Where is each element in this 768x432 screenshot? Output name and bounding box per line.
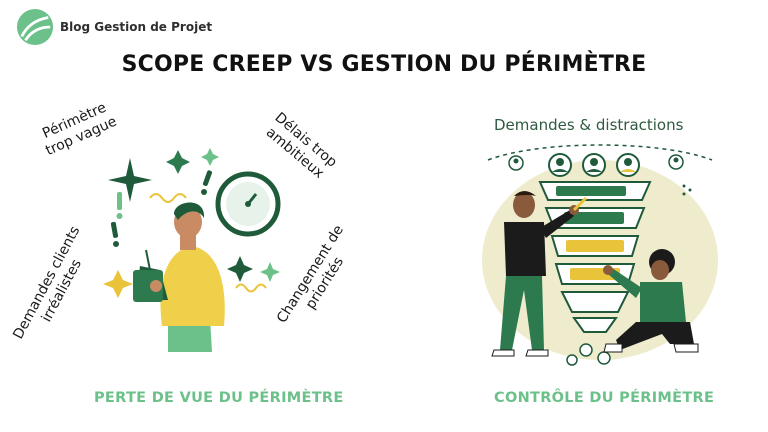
brand-name: Blog Gestion de Projet — [60, 20, 213, 34]
confused-person-figure — [133, 202, 225, 352]
sparkle-icon — [201, 148, 219, 166]
sparkle-icon — [166, 150, 190, 174]
scope-control-illustration — [482, 144, 718, 366]
coin-icon — [566, 354, 578, 366]
sparkle-icon — [227, 256, 253, 282]
sparkle-icon — [260, 262, 280, 282]
brand-logo[interactable]: Blog Gestion de Projet — [16, 8, 212, 46]
exclamation-icon — [201, 170, 212, 195]
caption-scope-loss: PERTE DE VUE DU PÉRIMÈTRE — [94, 390, 344, 406]
sparkle-icon — [108, 158, 152, 202]
kneeling-woman-figure — [603, 249, 699, 353]
distractions-heading: Demandes & distractions — [494, 116, 684, 134]
squiggle-decoration — [235, 283, 267, 293]
dots-decoration — [682, 184, 692, 196]
funnel-layer — [560, 291, 630, 313]
sparkle-icon — [103, 270, 133, 298]
clock-icon — [215, 171, 281, 237]
avatar-icon — [582, 153, 606, 177]
exclamation-icon — [116, 192, 123, 219]
squiggle-decoration — [149, 193, 187, 203]
exclamation-icon — [110, 221, 119, 247]
avatar-icon — [616, 153, 640, 177]
funnel-bar — [566, 240, 624, 252]
standing-man-figure — [491, 191, 588, 357]
funnel-bar — [556, 186, 626, 196]
caption-scope-control: CONTRÔLE DU PÉRIMÈTRE — [494, 390, 715, 406]
leaf-logo-icon — [16, 8, 54, 46]
avatar-icon — [668, 154, 684, 170]
avatar-icon — [508, 155, 524, 171]
avatar-icon — [548, 153, 572, 177]
funnel-bar — [564, 212, 624, 224]
funnel-tip — [572, 317, 618, 333]
coin-icon — [579, 343, 593, 357]
page-title: SCOPE CREEP VS GESTION DU PÉRIMÈTRE — [121, 52, 647, 77]
coin-icon — [597, 351, 611, 365]
